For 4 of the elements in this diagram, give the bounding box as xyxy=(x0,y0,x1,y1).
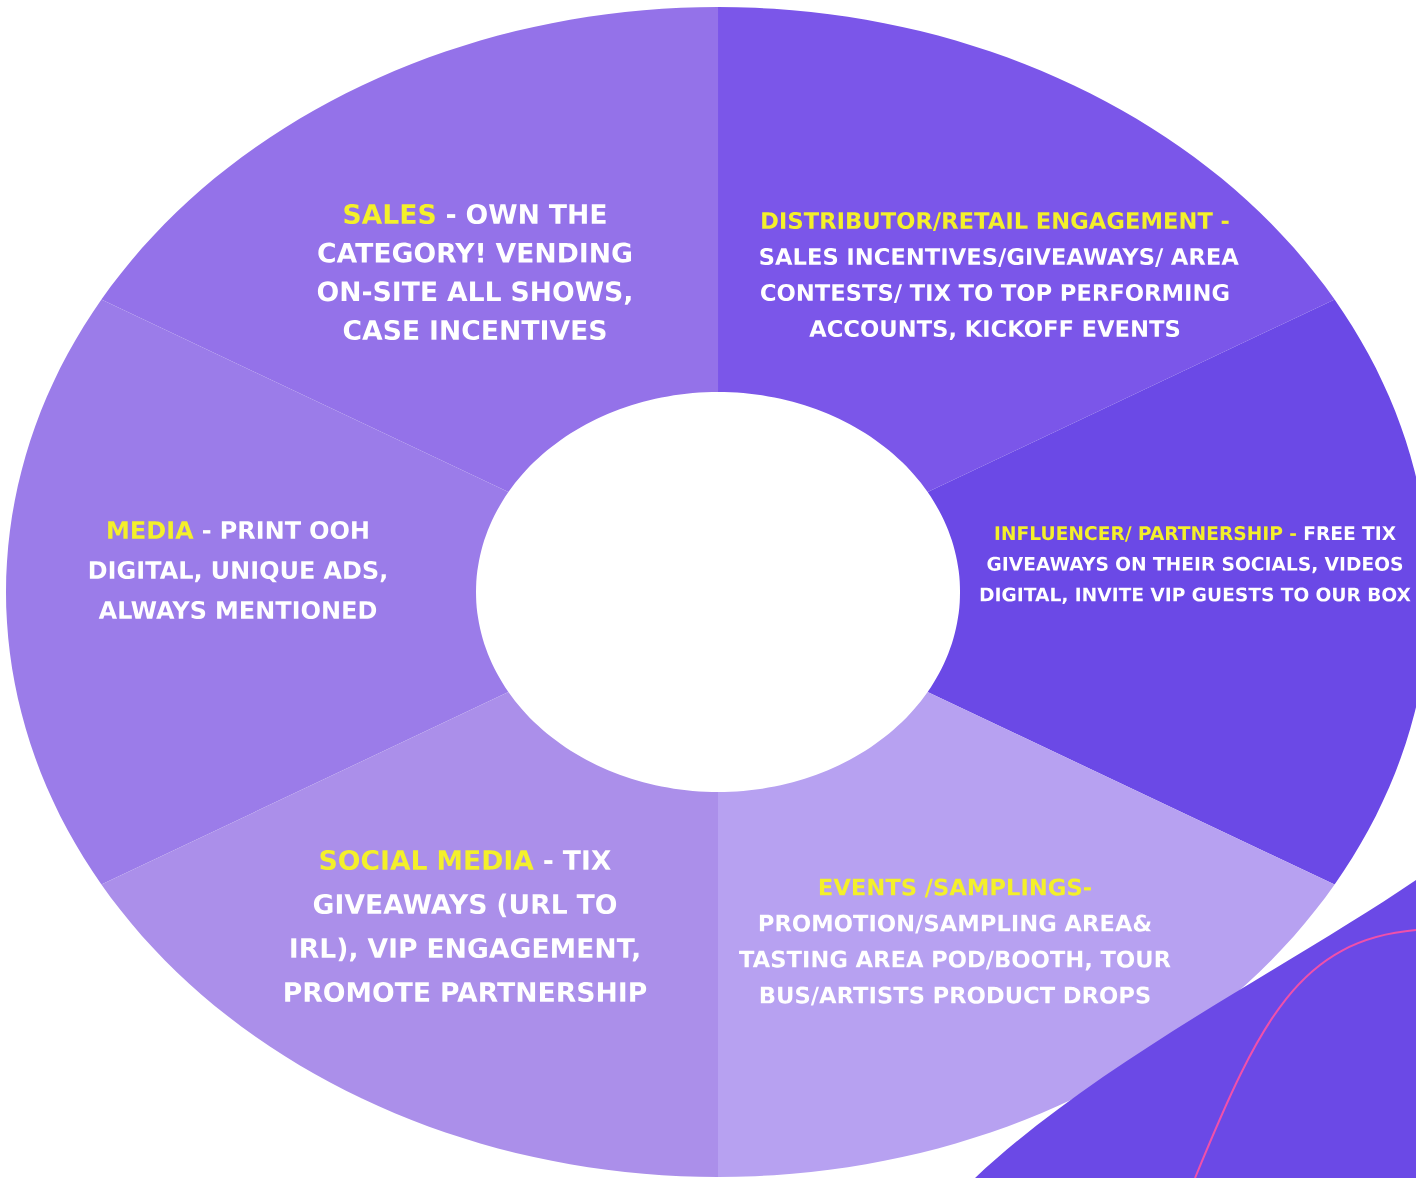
donut-segment: SOCIAL MEDIA - TIX GIVEAWAYS (URL TO IRL), VIP ENGAGEMENT, PROMOTE PARTNERSHIP xyxy=(101,692,718,1177)
donut-segment: SALES - OWN THE CATEGORY! VENDING ON-SITE ALL SHOWS, CASE INCENTIVES xyxy=(101,7,718,492)
donut-segment: DISTRIBUTOR/RETAIL ENGAGEMENT - SALES INCENTIVES/GIVEAWAYS/ AREA CONTESTS/ TIX TO TOP PERFORMING ACCOUNTS, KICKOFF EVENTS xyxy=(718,7,1335,492)
donut-segment: EVENTS /SAMPLINGS- PROMOTION/SAMPLING AREA& TASTING AREA POD/BOOTH, TOUR BUS/ARTISTS PRODUCT DROPS xyxy=(718,692,1335,1177)
